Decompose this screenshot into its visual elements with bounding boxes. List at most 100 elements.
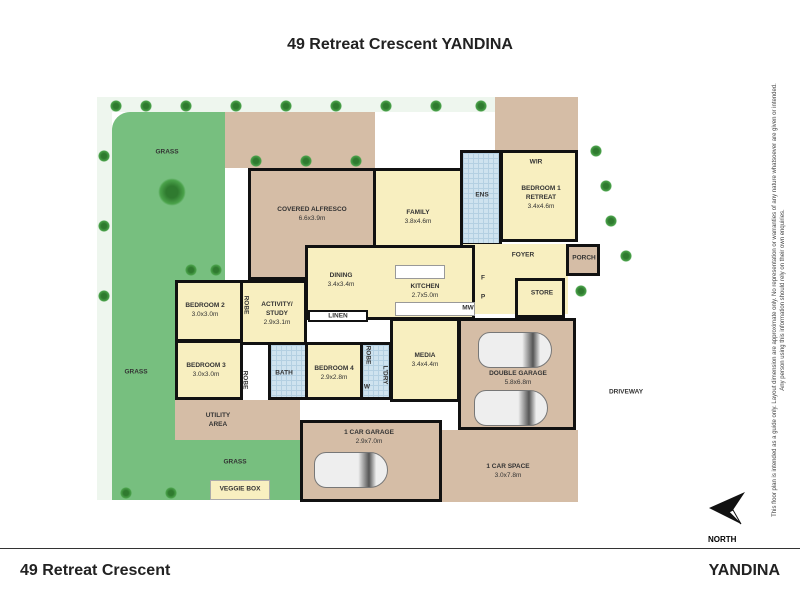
label-robe: ROBE bbox=[242, 295, 250, 315]
room-bedroom-3 bbox=[175, 340, 243, 400]
label-microwave: MW bbox=[462, 304, 474, 312]
room-size: 3.4x3.4m bbox=[327, 281, 355, 288]
plant-icon bbox=[140, 100, 152, 112]
room-size: 3.0x7.8m bbox=[494, 472, 522, 479]
label-grass: GRASS bbox=[223, 458, 247, 466]
plant-icon bbox=[98, 150, 110, 162]
car-space bbox=[442, 430, 578, 502]
north-label: NORTH bbox=[708, 535, 737, 544]
room-size: 3.4x4.6m bbox=[527, 202, 555, 210]
veggie-box bbox=[210, 480, 270, 500]
room-family bbox=[373, 168, 463, 248]
plant-icon bbox=[350, 155, 362, 167]
kitchen-bench bbox=[395, 302, 475, 316]
footer-divider bbox=[0, 548, 800, 549]
room-name: UTILITY bbox=[205, 412, 231, 420]
room-name: COVERED ALFRESCO bbox=[277, 206, 347, 214]
plant-icon bbox=[605, 215, 617, 227]
room-size: 5.8x6.8m bbox=[504, 379, 532, 386]
room-size: 2.9x3.1m bbox=[263, 318, 291, 326]
plant-icon bbox=[590, 145, 602, 157]
room-bedroom-1 bbox=[500, 150, 578, 242]
plant-icon bbox=[380, 100, 392, 112]
paved-area-top-right bbox=[495, 97, 578, 152]
plant-icon bbox=[300, 155, 312, 167]
room-name: MEDIA bbox=[414, 352, 436, 360]
plant-icon bbox=[120, 487, 132, 499]
plant-icon bbox=[110, 100, 122, 112]
room-size: 2.7x5.0m bbox=[411, 292, 439, 299]
plant-icon bbox=[600, 180, 612, 192]
room-size: 3.0x3.0m bbox=[191, 311, 219, 318]
room-subname: AREA bbox=[208, 421, 228, 428]
label-foyer: FOYER bbox=[511, 251, 535, 259]
label-ens: ENS bbox=[475, 191, 489, 199]
room-bedroom-4 bbox=[305, 342, 363, 400]
garden-border bbox=[97, 97, 495, 112]
north-arrow-icon bbox=[709, 492, 745, 525]
label-veggie-box: VEGGIE BOX bbox=[219, 485, 261, 493]
label-robe: ROBE bbox=[241, 370, 249, 390]
label-fridge: F bbox=[481, 274, 485, 282]
plant-icon bbox=[330, 100, 342, 112]
label-grass: GRASS bbox=[155, 148, 179, 156]
page-title: 49 Retreat Crescent YANDINA bbox=[287, 36, 513, 53]
label-porch: PORCH bbox=[572, 254, 596, 262]
plant-icon bbox=[210, 264, 222, 276]
car-icon bbox=[478, 332, 552, 368]
plant-icon bbox=[280, 100, 292, 112]
plant-icon bbox=[620, 250, 632, 262]
room-size: 2.9x7.0m bbox=[355, 438, 383, 445]
plant-icon bbox=[185, 264, 197, 276]
room-name: BEDROOM 4 bbox=[314, 365, 354, 373]
plant-icon bbox=[575, 285, 587, 297]
plant-icon bbox=[230, 100, 242, 112]
room-subname: STUDY bbox=[265, 309, 289, 317]
room-size: 6.6x3.9m bbox=[298, 215, 326, 222]
room-size: 2.9x2.8m bbox=[320, 374, 348, 381]
room-name: 1 CAR GARAGE bbox=[344, 429, 394, 437]
room-name: DOUBLE GARAGE bbox=[489, 370, 547, 378]
label-w: W bbox=[363, 383, 371, 391]
room-store bbox=[515, 278, 565, 318]
disclaimer-text: This floor plan is intended as a guide o… bbox=[772, 83, 786, 517]
tree-icon bbox=[158, 178, 186, 206]
room-name: BEDROOM 2 bbox=[185, 302, 225, 310]
room-size: 3.0x3.0m bbox=[192, 371, 220, 378]
label-pantry: P bbox=[480, 293, 486, 301]
room-name: FAMILY bbox=[406, 209, 430, 217]
label-grass: GRASS bbox=[124, 368, 148, 376]
car-icon bbox=[474, 390, 548, 426]
garden-border-left bbox=[97, 112, 112, 500]
label-laundry: L'DRY bbox=[381, 365, 389, 385]
room-name: DINING bbox=[329, 272, 353, 280]
room-name: ACTIVITY/ bbox=[261, 300, 293, 308]
room-bath bbox=[268, 342, 308, 400]
label-store: STORE bbox=[530, 289, 554, 297]
plant-icon bbox=[98, 290, 110, 302]
room-name: BEDROOM 1 bbox=[521, 184, 561, 192]
room-size: 3.4x4.4m bbox=[411, 361, 439, 368]
room-size: 3.8x4.6m bbox=[404, 218, 432, 225]
room-name: BEDROOM 3 bbox=[186, 362, 226, 370]
room-name: KITCHEN bbox=[410, 283, 440, 291]
room-subname: RETREAT bbox=[525, 193, 557, 201]
room-name: 1 CAR SPACE bbox=[486, 463, 530, 471]
linen-cupboard bbox=[308, 310, 368, 322]
plant-icon bbox=[250, 155, 262, 167]
label-linen: LINEN bbox=[328, 312, 348, 320]
plant-icon bbox=[165, 487, 177, 499]
